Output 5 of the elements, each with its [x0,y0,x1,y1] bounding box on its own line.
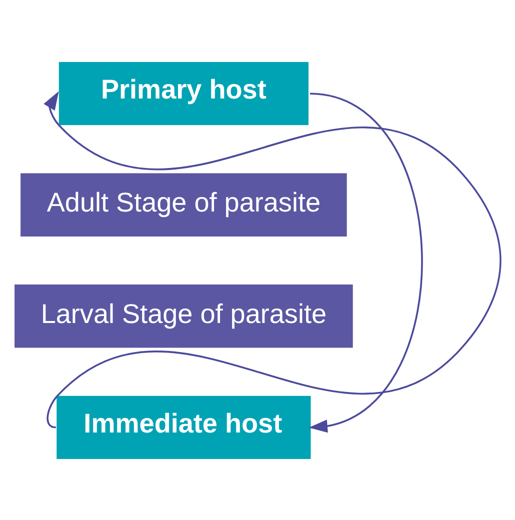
node-box: Primary host [58,62,308,125]
node-box: Larval Stage of parasite [14,284,353,348]
arrow [308,92,423,432]
node-box: Immediate host [56,395,311,458]
node-box: Adult Stage of parasite [20,172,347,236]
